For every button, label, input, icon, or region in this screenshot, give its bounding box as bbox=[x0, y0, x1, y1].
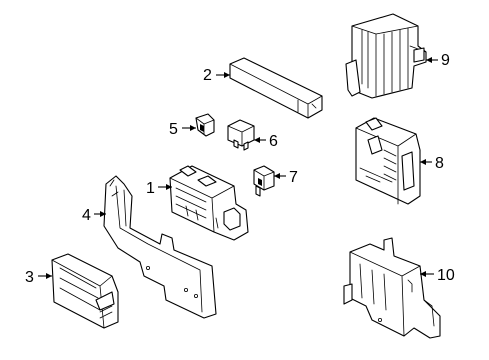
callout-label-10: 10 bbox=[437, 267, 455, 284]
callout-label-4: 4 bbox=[82, 207, 91, 224]
callout-label-1: 1 bbox=[146, 180, 155, 197]
arrow-9 bbox=[426, 57, 432, 63]
callout-3: 3 bbox=[25, 269, 52, 286]
callout-1: 1 bbox=[146, 180, 172, 197]
callout-label-8: 8 bbox=[435, 155, 444, 172]
callout-label-2: 2 bbox=[203, 67, 212, 84]
arrow-4 bbox=[100, 211, 106, 217]
part-7-micro-relay bbox=[253, 165, 275, 197]
callout-4: 4 bbox=[82, 207, 106, 224]
arrow-7 bbox=[274, 173, 280, 179]
part-10-lower-bracket bbox=[343, 237, 441, 339]
arrow-8 bbox=[420, 159, 426, 165]
part-6-relay bbox=[227, 119, 255, 151]
arrow-6 bbox=[254, 137, 260, 143]
arrow-3 bbox=[46, 273, 52, 279]
callout-label-7: 7 bbox=[289, 169, 298, 186]
arrow-10 bbox=[420, 271, 426, 277]
part-9-relay-box-cover bbox=[345, 13, 427, 99]
callout-10: 10 bbox=[420, 267, 455, 284]
callout-6: 6 bbox=[254, 133, 278, 150]
part-4-bracket bbox=[103, 175, 217, 319]
part-2-fuse-cover bbox=[229, 57, 323, 119]
part-1-junction-block bbox=[169, 165, 249, 241]
part-5-fuse bbox=[195, 113, 215, 137]
part-3-cover-box bbox=[51, 253, 119, 329]
callout-2: 2 bbox=[203, 67, 230, 84]
callout-label-5: 5 bbox=[169, 121, 178, 138]
callout-label-9: 9 bbox=[441, 52, 450, 69]
callout-8: 8 bbox=[420, 155, 444, 172]
callout-label-3: 3 bbox=[25, 269, 34, 286]
arrow-2 bbox=[224, 72, 230, 78]
callout-5: 5 bbox=[169, 121, 196, 138]
arrow-1 bbox=[166, 184, 172, 190]
callout-7: 7 bbox=[274, 169, 298, 186]
arrow-5 bbox=[190, 125, 196, 131]
callout-label-6: 6 bbox=[269, 133, 278, 150]
callout-9: 9 bbox=[426, 52, 450, 69]
part-8-control-module bbox=[355, 117, 421, 205]
